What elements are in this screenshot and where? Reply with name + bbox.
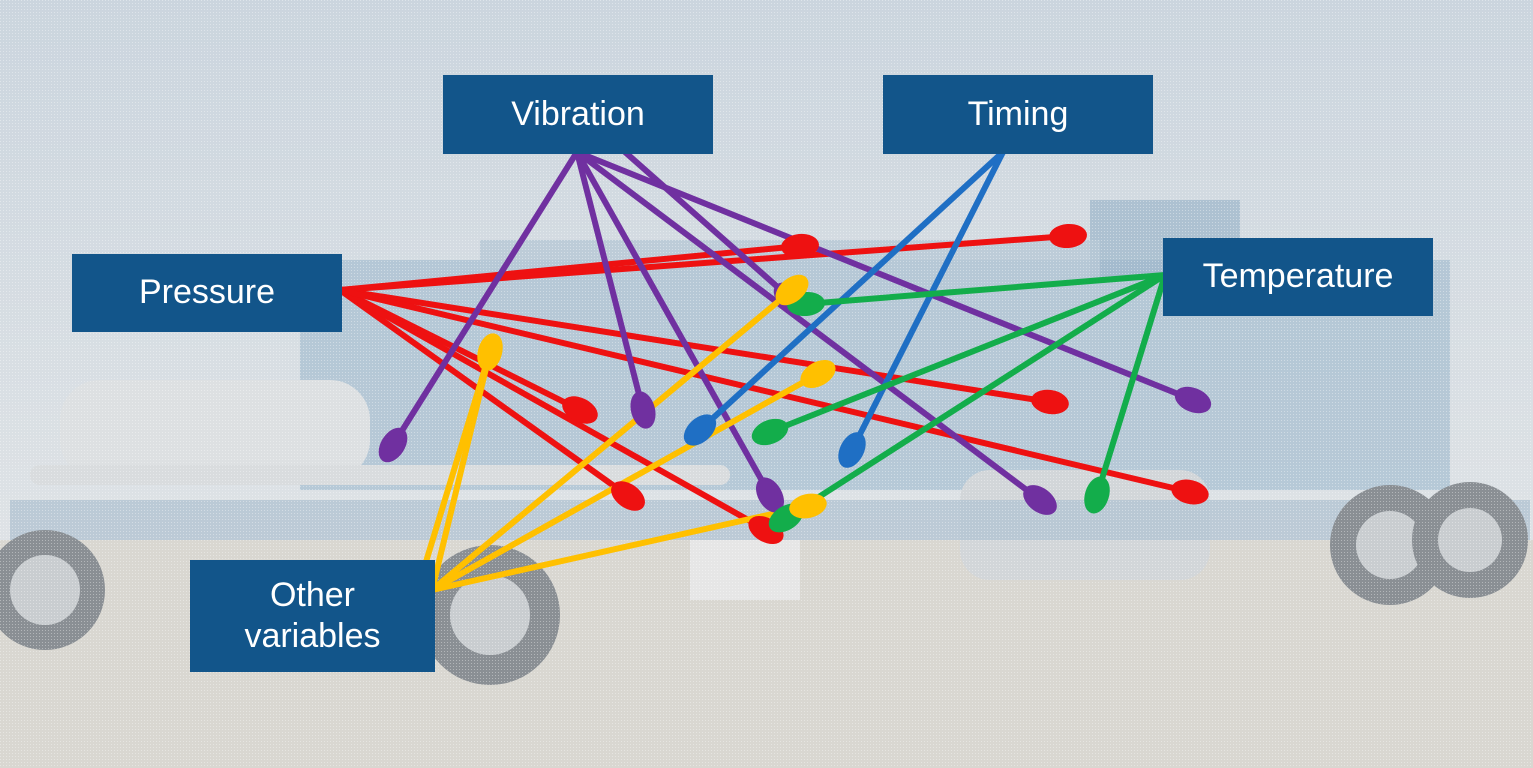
vibration-wire-3 (574, 149, 773, 498)
timing-label: Timing (967, 94, 1069, 133)
other-variables-label-box: Other variables (190, 560, 435, 672)
vibration-sensor-dot-1 (378, 427, 408, 463)
other-b-sensor-dot-1 (477, 333, 503, 371)
vibration-label: Vibration (511, 94, 645, 133)
temperature-label-box: Temperature (1163, 238, 1433, 316)
temperature-wire-3 (783, 272, 1168, 521)
timing-wire-1 (697, 149, 1006, 433)
pressure-label: Pressure (138, 273, 276, 312)
pressure-wire-7 (337, 287, 1193, 495)
other-sensor-dot-2 (775, 274, 809, 306)
pressure-wire-6 (337, 287, 1053, 405)
timing-sensor-dot-2 (838, 432, 866, 468)
vibration-wire-2 (574, 149, 646, 413)
temperature-wire-1 (803, 272, 1168, 307)
vibration-sensor-dot-3 (755, 477, 785, 513)
vibration-sensor-dot-5 (1174, 386, 1212, 414)
timing-sensor-dot-1 (683, 414, 717, 446)
vibration-wire-5 (574, 149, 1196, 403)
pressure-label-box: Pressure (72, 254, 342, 332)
timing-label-box: Timing (883, 75, 1153, 154)
pressure-wire-2 (337, 233, 1071, 293)
pressure-sensor-dot-2 (1049, 223, 1087, 249)
vibration-sensor-dot-2 (630, 391, 656, 429)
pressure-sensor-dot-4 (611, 481, 645, 511)
pressure-sensor-dot-7 (1171, 479, 1209, 505)
temperature-wire-4 (1094, 272, 1168, 498)
other-wire-4 (429, 503, 811, 593)
pressure-wire-4 (337, 287, 631, 499)
vibration-sensor-dot-4 (1023, 485, 1057, 515)
timing-wire-2 (849, 149, 1006, 453)
pressure-sensor-dot-6 (1031, 389, 1069, 415)
pressure-sensor-dot-3 (562, 396, 598, 424)
vibration-wire-1 (390, 149, 580, 448)
other-sensor-dot-3 (800, 360, 836, 388)
temperature-label: Temperature (1202, 257, 1394, 296)
temperature-sensor-dot-2 (751, 418, 789, 446)
vibration-b-wire-1 (622, 149, 793, 301)
other-b-wire-1 (422, 349, 493, 568)
vibration-label-box: Vibration (443, 75, 713, 154)
temperature-sensor-dot-4 (1084, 476, 1110, 514)
pressure-wire-5 (337, 287, 769, 533)
pressure-sensor-dot-1 (781, 233, 819, 259)
vibration-wire-4 (574, 149, 1043, 503)
other-variables-label: Other variables (244, 575, 381, 655)
other-wire-2 (429, 287, 795, 593)
temperature-wire-2 (767, 272, 1168, 435)
other-sensor-dot-4 (789, 493, 827, 519)
